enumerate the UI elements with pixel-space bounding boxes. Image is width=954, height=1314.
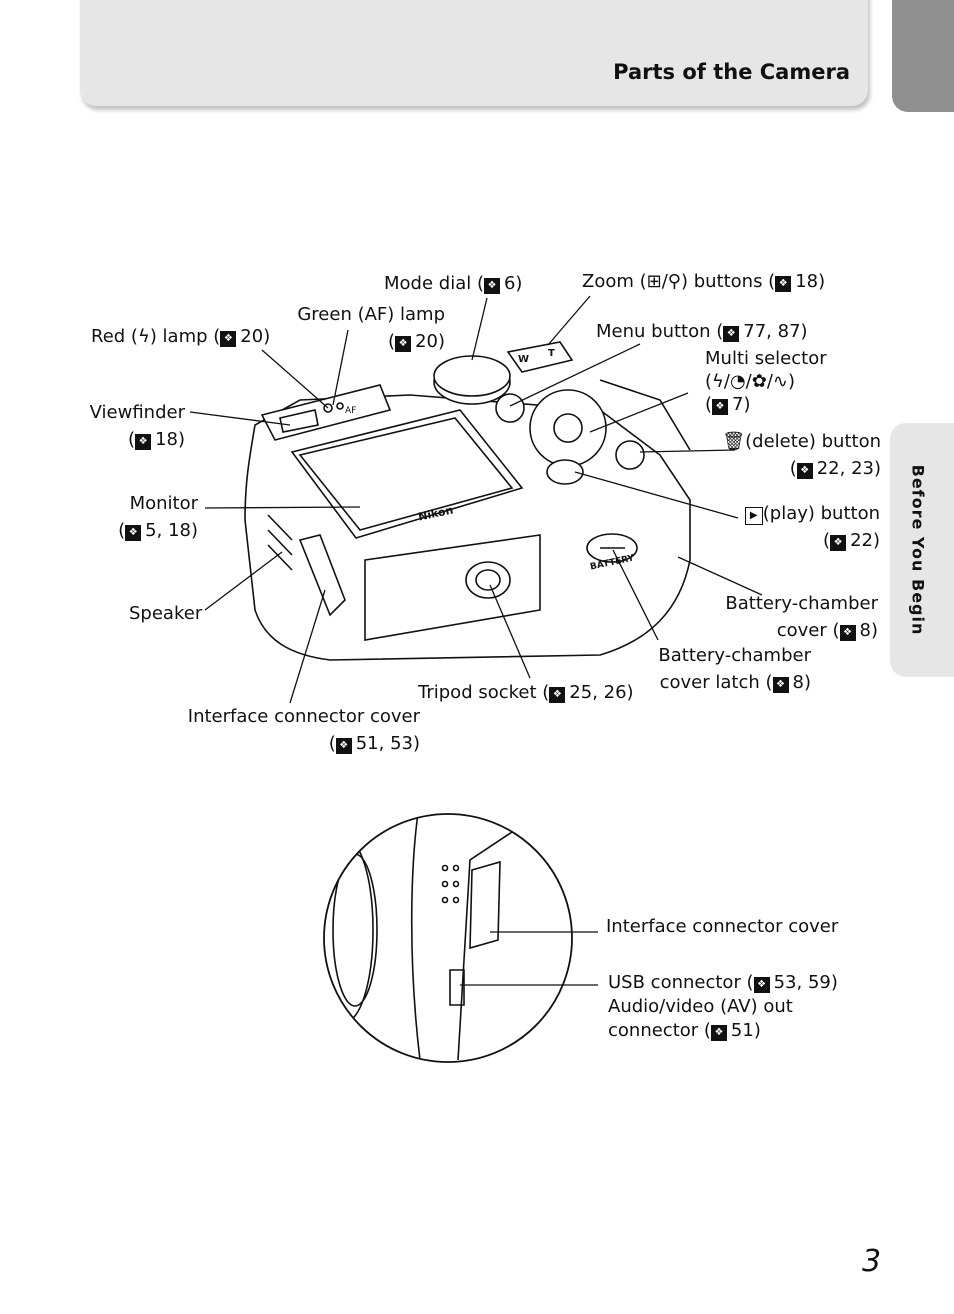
header-bar: Parts of the Camera	[80, 0, 868, 106]
label-play-button: ▶(play) button(❖22)	[744, 500, 880, 554]
page-ref-icon: ❖	[775, 276, 792, 292]
page-ref-icon: ❖	[772, 677, 789, 693]
page-ref-icon: ❖	[753, 977, 770, 993]
page-ref-icon: ❖	[839, 625, 856, 641]
label-inset-interface-cover: Interface connector cover	[606, 916, 839, 937]
play-icon: ▶	[744, 507, 763, 525]
section-tab	[890, 423, 954, 677]
page-ref-icon: ❖	[830, 535, 847, 551]
label-interface-cover: Interface connector cover(❖51, 53)	[187, 706, 420, 754]
label-monitor: Monitor(❖5, 18)	[118, 493, 198, 541]
page-ref-icon: ❖	[395, 336, 412, 352]
label-usb-connector: USB connector (❖53, 59)Audio/video (AV) …	[608, 972, 838, 1041]
page-ref-icon: ❖	[483, 278, 500, 294]
label-green-lamp: Green (AF) lamp(❖20)	[297, 304, 445, 352]
label-tripod-socket: Tripod socket (❖25, 26)	[418, 682, 634, 703]
label-multi-selector: Multi selector(ϟ/◔/✿/∿)(❖7)	[705, 348, 827, 415]
label-speaker: Speaker	[129, 603, 203, 624]
corner-tab	[892, 0, 954, 112]
label-zoom: Zoom (⊞/⚲) buttons (❖18)	[582, 271, 826, 292]
page-number: 3	[862, 1244, 882, 1279]
page-ref-icon: ❖	[335, 738, 352, 754]
page-ref-icon: ❖	[710, 1025, 727, 1041]
label-mode-dial: Mode dial (❖6)	[384, 273, 523, 294]
label-menu-button: Menu button (❖77, 87)	[596, 321, 808, 342]
page-ref-icon: ❖	[549, 687, 566, 703]
label-delete-button: 🗑(delete) button(❖22, 23)	[722, 431, 881, 479]
page-title: Parts of the Camera	[613, 60, 850, 84]
label-red-lamp: Red (ϟ) lamp (❖20)	[91, 326, 271, 347]
af-label: AF	[345, 406, 357, 416]
zoom-w-label: W	[518, 354, 530, 365]
page-ref-icon: ❖	[723, 326, 740, 342]
page-ref-icon: ❖	[125, 525, 142, 541]
label-viewfinder: Viewfinder(❖18)	[89, 402, 185, 450]
page-ref-icon: ❖	[135, 434, 152, 450]
trash-icon: 🗑	[722, 431, 746, 452]
page-ref-icon: ❖	[796, 463, 813, 479]
zoom-t-label: T	[548, 348, 555, 359]
page-ref-icon: ❖	[220, 331, 237, 347]
page-ref-icon: ❖	[712, 399, 729, 415]
